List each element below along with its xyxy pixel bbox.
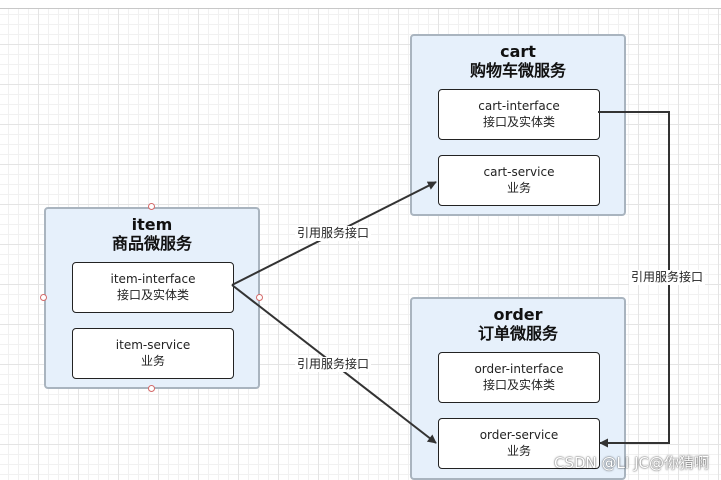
- order-service-subtitle: 订单微服务: [477, 324, 558, 343]
- order-service-module-name: order-service: [479, 428, 559, 442]
- item-service-container[interactable]: item 商品微服务 item-interface 接口及实体类 item-se…: [44, 207, 260, 389]
- item-service-module-name: item-service: [115, 338, 191, 352]
- resize-handle-top[interactable]: [148, 203, 155, 210]
- label-item-to-cart: 引用服务接口: [295, 226, 372, 241]
- order-interface-box[interactable]: order-interface 接口及实体类: [438, 352, 600, 403]
- cart-service-name: cart: [500, 42, 536, 61]
- item-service-subtitle: 商品微服务: [111, 234, 192, 253]
- order-service-box[interactable]: order-service 业务: [438, 418, 600, 469]
- resize-handle-bottom[interactable]: [148, 385, 155, 392]
- cart-service-container[interactable]: cart 购物车微服务 cart-interface 接口及实体类 cart-s…: [410, 34, 626, 216]
- label-cart-to-order: 引用服务接口: [629, 270, 706, 285]
- order-service-container[interactable]: order 订单微服务 order-interface 接口及实体类 order…: [410, 297, 626, 480]
- cart-service-module-name: cart-service: [483, 165, 555, 179]
- cart-service-subtitle: 购物车微服务: [469, 61, 566, 80]
- order-interface-desc: 接口及实体类: [482, 378, 555, 392]
- resize-handle-left[interactable]: [40, 294, 47, 301]
- order-service-name: order: [493, 305, 543, 324]
- item-interface-desc: 接口及实体类: [116, 288, 189, 302]
- cart-interface-desc: 接口及实体类: [482, 115, 555, 129]
- top-border: [0, 0, 721, 9]
- cart-interface-box[interactable]: cart-interface 接口及实体类: [438, 89, 600, 140]
- cart-interface-name: cart-interface: [478, 99, 560, 113]
- item-service-name: item: [131, 215, 173, 234]
- item-service-box[interactable]: item-service 业务: [72, 328, 234, 379]
- item-interface-name: item-interface: [110, 272, 196, 286]
- cart-service-box[interactable]: cart-service 业务: [438, 155, 600, 206]
- order-interface-name: order-interface: [474, 362, 564, 376]
- cart-service-module-desc: 业务: [506, 181, 531, 195]
- csdn-watermark: CSDN @LI JC@你猜啊: [554, 454, 709, 472]
- order-service-module-desc: 业务: [506, 444, 531, 458]
- item-service-module-desc: 业务: [140, 354, 165, 368]
- item-interface-box[interactable]: item-interface 接口及实体类: [72, 262, 234, 313]
- label-item-to-order: 引用服务接口: [295, 357, 372, 372]
- resize-handle-right[interactable]: [256, 294, 263, 301]
